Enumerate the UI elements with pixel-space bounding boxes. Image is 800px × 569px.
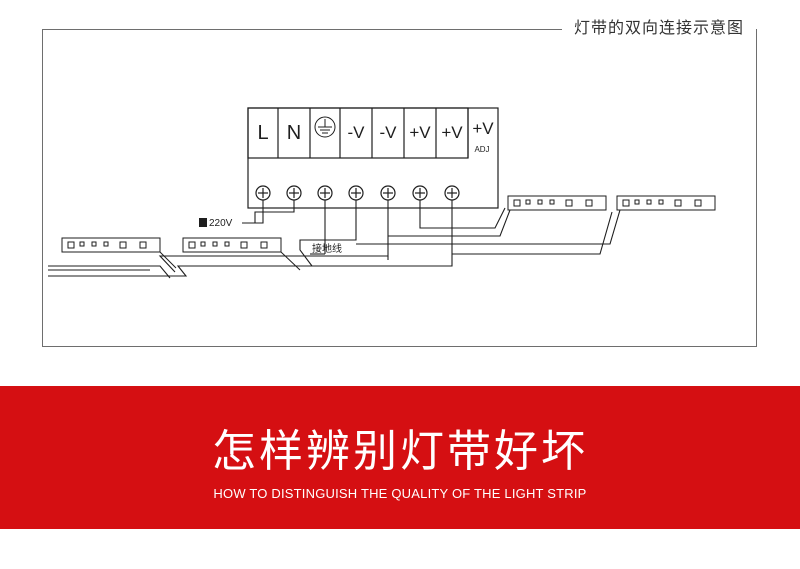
title-banner: 怎样辨别灯带好坏 HOW TO DISTINGUISH THE QUALITY … [0, 386, 800, 529]
screw-terminal-icon [412, 185, 428, 201]
terminal-label-neg-v-2: -V [380, 123, 398, 142]
terminal-label-n: N [287, 122, 301, 144]
terminal-label-adj: ADJ [474, 145, 489, 154]
terminal-label-pos-v-1: +V [409, 123, 431, 142]
terminal-label-pos-v-adj: +V [472, 119, 494, 138]
ground-wire-label: 接地线 [312, 242, 342, 255]
screw-terminal-icon [444, 185, 460, 201]
terminal-label-pos-v-2: +V [441, 123, 463, 142]
led-strip-right-2 [616, 195, 716, 211]
power-plug-icon [199, 218, 207, 227]
screw-terminal-icon [255, 185, 271, 201]
terminal-label-l: L [257, 122, 268, 144]
terminal-labels: L N -V -V +V +V +V ADJ [257, 119, 494, 154]
terminal-label-neg-v-1: -V [348, 123, 366, 142]
led-strip-left-1 [61, 237, 177, 269]
ground-symbol-icon [314, 116, 336, 138]
wiring-diagram: L N -V -V +V +V +V ADJ [48, 107, 716, 279]
screw-terminal-icon [286, 185, 302, 201]
wires [48, 200, 621, 279]
led-strip-left-2 [182, 237, 301, 271]
screw-terminals [255, 185, 460, 201]
led-strip-right-1 [507, 195, 607, 211]
banner-title: 怎样辨别灯带好坏 [212, 426, 588, 477]
banner-subtitle: HOW TO DISTINGUISH THE QUALITY OF THE LI… [213, 486, 587, 501]
screw-terminal-icon [317, 185, 333, 201]
screw-terminal-icon [380, 185, 396, 201]
diagram-frame [42, 29, 757, 347]
diagram-caption: 灯带的双向连接示意图 [561, 17, 756, 39]
screw-terminal-icon [348, 185, 364, 201]
input-voltage-label: 220V [209, 218, 233, 229]
